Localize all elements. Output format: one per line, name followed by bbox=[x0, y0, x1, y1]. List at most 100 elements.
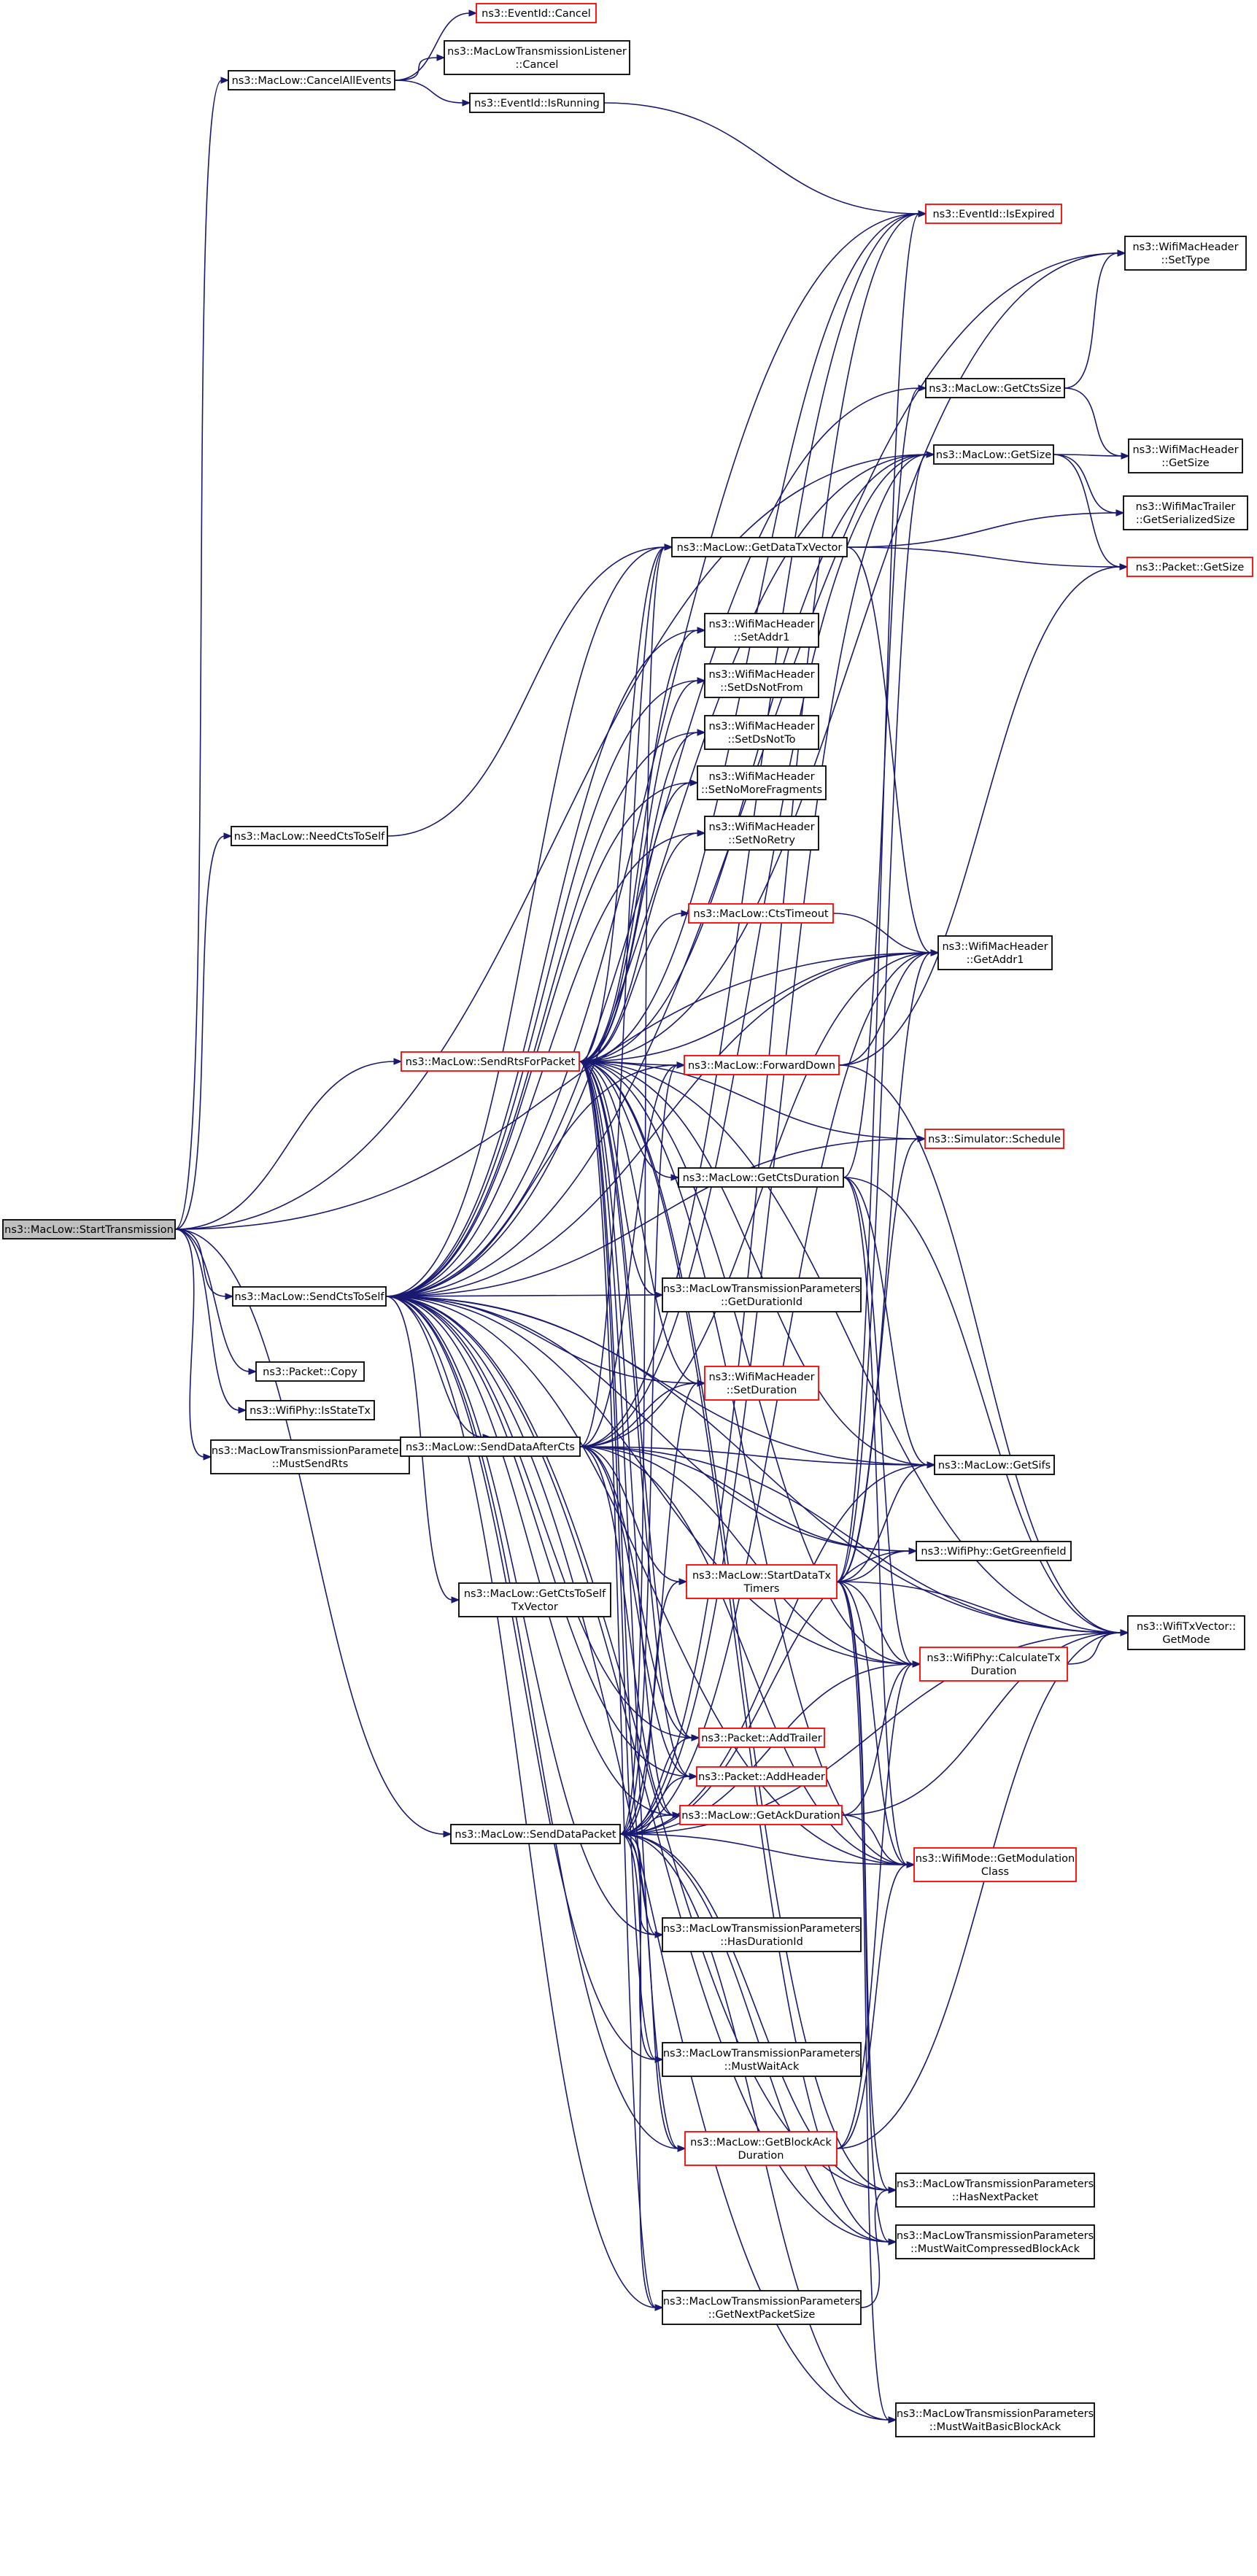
node-label: ::MustWaitAck bbox=[724, 2061, 800, 2073]
call-edge bbox=[1053, 454, 1118, 514]
call-edge bbox=[579, 252, 1119, 1062]
node-forward-down[interactable]: ns3::MacLow::ForwardDown bbox=[684, 1055, 840, 1075]
edge-arrowhead bbox=[689, 1773, 698, 1780]
edge-arrowhead bbox=[697, 729, 706, 736]
node-label: ns3::Packet::AddTrailer bbox=[701, 1733, 822, 1744]
node-label: ::SetType bbox=[1161, 255, 1210, 266]
edge-arrowhead bbox=[689, 779, 699, 786]
call-edge bbox=[385, 1296, 699, 1384]
node-set-no-retry[interactable]: ns3::WifiMacHeader::SetNoRetry bbox=[704, 816, 819, 851]
node-get-greenfield[interactable]: ns3::WifiPhy::GetGreenfield bbox=[916, 1541, 1072, 1561]
node-label: ns3::MacLow::GetSifs bbox=[938, 1460, 1051, 1471]
node-cancel-all-events[interactable]: ns3::MacLow::CancelAllEvents bbox=[228, 70, 395, 90]
node-box bbox=[916, 1541, 1072, 1561]
call-edge bbox=[836, 1550, 910, 1582]
node-set-addr1[interactable]: ns3::WifiMacHeader::SetAddr1 bbox=[704, 613, 819, 648]
node-packet-copy[interactable]: ns3::Packet::Copy bbox=[255, 1361, 365, 1382]
node-set-type[interactable]: ns3::WifiMacHeader::SetType bbox=[1124, 236, 1247, 271]
node-label: ns3::WifiMacHeader bbox=[708, 821, 814, 833]
call-edge bbox=[619, 1776, 691, 1835]
node-get-duration-id[interactable]: ns3::MacLowTransmissionParameters::GetDu… bbox=[662, 1277, 862, 1312]
node-label: ns3::WifiMacHeader bbox=[1132, 444, 1238, 456]
node-must-wait-basic-block-ack[interactable]: ns3::MacLowTransmissionParameters::MustW… bbox=[895, 2402, 1095, 2437]
edge-arrowhead bbox=[1117, 250, 1126, 257]
node-send-data-packet[interactable]: ns3::MacLow::SendDataPacket bbox=[450, 1824, 621, 1844]
node-is-expired[interactable]: ns3::EventId::IsExpired bbox=[925, 204, 1062, 224]
node-send-data-after-cts[interactable]: ns3::MacLow::SendDataAfterCts bbox=[400, 1436, 581, 1457]
node-get-data-tx-vector[interactable]: ns3::MacLow::GetDataTxVector bbox=[671, 537, 848, 557]
node-label: ::SetNoMoreFragments bbox=[701, 784, 822, 796]
node-label: Duration bbox=[738, 2150, 784, 2162]
node-trailer-get-serialized-size[interactable]: ns3::WifiMacTrailer::GetSerializedSize bbox=[1123, 495, 1248, 530]
edge-arrowhead bbox=[677, 2145, 686, 2152]
node-box bbox=[231, 826, 388, 846]
call-edge bbox=[838, 566, 1121, 1066]
edge-arrowhead bbox=[654, 2304, 664, 2311]
call-edge bbox=[174, 1061, 395, 1230]
node-set-no-more-fragments[interactable]: ns3::WifiMacHeader::SetNoMoreFragments bbox=[697, 765, 827, 800]
node-label: ::MustWaitBasicBlockAck bbox=[929, 2421, 1061, 2433]
node-label: Class bbox=[981, 1866, 1009, 1878]
node-event-cancel[interactable]: ns3::EventId::Cancel bbox=[476, 3, 597, 23]
node-has-duration-id[interactable]: ns3::MacLowTransmissionParameters::HasDu… bbox=[662, 1917, 862, 1952]
call-edge bbox=[385, 546, 666, 1297]
node-add-trailer[interactable]: ns3::Packet::AddTrailer bbox=[698, 1728, 825, 1748]
call-edge bbox=[174, 454, 928, 1230]
node-set-duration[interactable]: ns3::WifiMacHeader::SetDuration bbox=[704, 1366, 819, 1401]
node-add-header[interactable]: ns3::Packet::AddHeader bbox=[696, 1766, 827, 1787]
call-edge bbox=[174, 80, 223, 1230]
call-edge bbox=[579, 1061, 657, 1296]
node-label: ::HasNextPacket bbox=[952, 2192, 1039, 2203]
node-set-ds-not-from[interactable]: ns3::WifiMacHeader::SetDsNotFrom bbox=[704, 663, 819, 698]
node-is-state-tx[interactable]: ns3::WifiPhy::IsStateTx bbox=[245, 1400, 375, 1420]
call-edge bbox=[385, 732, 699, 1297]
call-edge bbox=[385, 1294, 657, 1297]
node-must-wait-compressed-block-ack[interactable]: ns3::MacLowTransmissionParameters::MustW… bbox=[895, 2224, 1095, 2259]
node-has-next-packet[interactable]: ns3::MacLowTransmissionParameters::HasNe… bbox=[895, 2173, 1095, 2208]
node-label: ns3::WifiMode::GetModulation bbox=[916, 1853, 1075, 1865]
call-edge bbox=[579, 1382, 699, 1447]
edge-arrowhead bbox=[927, 1461, 936, 1469]
node-must-wait-ack[interactable]: ns3::MacLowTransmissionParameters::MustW… bbox=[662, 2042, 862, 2077]
call-edge bbox=[843, 1177, 908, 1865]
node-start-transmission: ns3::MacLow::StartTransmission bbox=[2, 1219, 176, 1239]
node-get-next-packet-size[interactable]: ns3::MacLowTransmissionParameters::GetNe… bbox=[662, 2290, 862, 2325]
node-must-send-rts[interactable]: ns3::MacLowTransmissionParameters::MustS… bbox=[210, 1439, 410, 1474]
node-send-cts-to-self[interactable]: ns3::MacLow::SendCtsToSelf bbox=[232, 1286, 387, 1307]
node-need-cts-to-self[interactable]: ns3::MacLow::NeedCtsToSelf bbox=[231, 826, 388, 846]
edge-arrowhead bbox=[918, 210, 927, 217]
call-edge bbox=[1053, 454, 1123, 457]
call-edge bbox=[387, 546, 666, 837]
node-box bbox=[704, 613, 819, 648]
node-schedule[interactable]: ns3::Simulator::Schedule bbox=[924, 1129, 1064, 1149]
call-edge bbox=[1053, 454, 1121, 568]
node-get-ack-duration[interactable]: ns3::MacLow::GetAckDuration bbox=[679, 1805, 843, 1825]
node-get-cts-size[interactable]: ns3::MacLow::GetCtsSize bbox=[925, 378, 1065, 398]
node-send-rts-for-packet[interactable]: ns3::MacLow::SendRtsForPacket bbox=[401, 1051, 580, 1072]
call-edge bbox=[619, 1737, 693, 1835]
node-label: ns3::EventId::IsExpired bbox=[932, 209, 1054, 220]
node-is-running[interactable]: ns3::EventId::IsRunning bbox=[469, 93, 605, 113]
node-get-sifs[interactable]: ns3::MacLow::GetSifs bbox=[934, 1455, 1055, 1475]
edge-arrowhead bbox=[1121, 452, 1130, 460]
node-listener-cancel[interactable]: ns3::MacLowTransmissionListener::Cancel bbox=[444, 40, 630, 75]
node-packet-get-size[interactable]: ns3::Packet::GetSize bbox=[1126, 557, 1253, 577]
node-cts-timeout[interactable]: ns3::MacLow::CtsTimeout bbox=[688, 903, 834, 924]
node-get-addr1[interactable]: ns3::WifiMacHeader::GetAddr1 bbox=[937, 935, 1053, 970]
node-label: ::GetAddr1 bbox=[967, 954, 1024, 966]
node-get-cts-duration[interactable]: ns3::MacLow::GetCtsDuration bbox=[678, 1167, 844, 1188]
node-get-size[interactable]: ns3::MacLow::GetSize bbox=[933, 444, 1054, 465]
node-label: Duration bbox=[971, 1666, 1017, 1677]
node-label: ns3::MacLow::ForwardDown bbox=[688, 1060, 835, 1072]
node-wifi-tx-vector-get-mode[interactable]: ns3::WifiTxVector::GetMode bbox=[1127, 1615, 1245, 1650]
node-label: ns3::MacLow::CancelAllEvents bbox=[232, 75, 392, 87]
node-set-ds-not-to[interactable]: ns3::WifiMacHeader::SetDsNotTo bbox=[704, 715, 819, 750]
node-header-get-size[interactable]: ns3::WifiMacHeader::GetSize bbox=[1128, 438, 1243, 473]
edge-arrowhead bbox=[203, 1453, 212, 1461]
node-label: ns3::WifiMacHeader bbox=[708, 1372, 814, 1383]
